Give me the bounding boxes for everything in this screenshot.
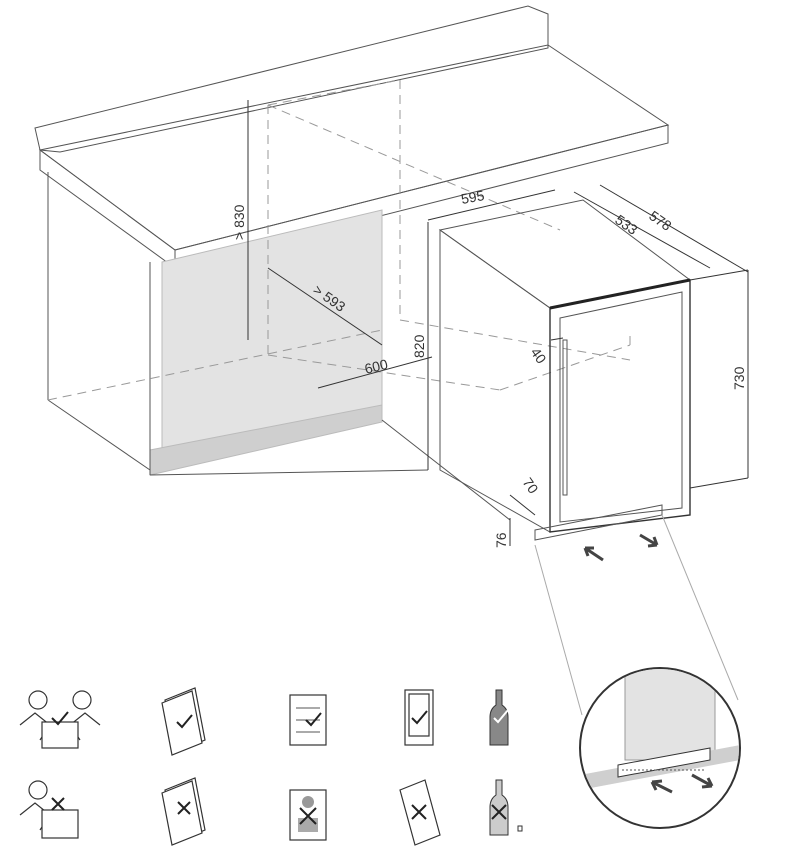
mixed-load-no-icon — [289, 789, 327, 841]
kitchen-cabinet — [47, 172, 511, 521]
niche-outline — [267, 79, 631, 391]
airflow-arrows — [583, 533, 659, 562]
wine-cooler — [438, 199, 692, 541]
manual-ignore-no-icon — [161, 777, 206, 846]
countertop — [34, 5, 670, 269]
upright-ok-icon — [404, 689, 434, 746]
tilted-no-icon — [399, 779, 441, 846]
dimension-labels: > 830 > 593 600 820 595 533 578 40 730 7… — [231, 187, 747, 548]
handling-icons-no — [19, 777, 523, 846]
door-handle — [562, 339, 568, 496]
shelf-load-ok-icon — [289, 694, 327, 746]
bottle-upright-ok-icon — [489, 689, 509, 746]
label-plinth-height: 76 — [493, 532, 509, 548]
label-cabinet-depth: 600 — [363, 356, 390, 377]
label-door-height: 730 — [731, 366, 747, 390]
label-appliance-height: 820 — [411, 334, 427, 358]
two-person-lift-ok-icon — [19, 690, 101, 749]
label-cabinet-height: > 830 — [231, 204, 247, 240]
handling-icons-ok — [19, 687, 509, 756]
detail-magnifier — [534, 514, 741, 829]
manual-read-ok-icon — [161, 687, 206, 756]
label-vent-depth: 70 — [520, 475, 542, 497]
label-depth-total: 578 — [646, 207, 674, 234]
label-appliance-width: 595 — [460, 187, 486, 207]
one-person-lift-no-icon — [19, 780, 79, 839]
dimension-lines — [247, 100, 749, 546]
bottle-no-icon — [489, 779, 523, 836]
label-door-gap: 40 — [528, 345, 550, 367]
